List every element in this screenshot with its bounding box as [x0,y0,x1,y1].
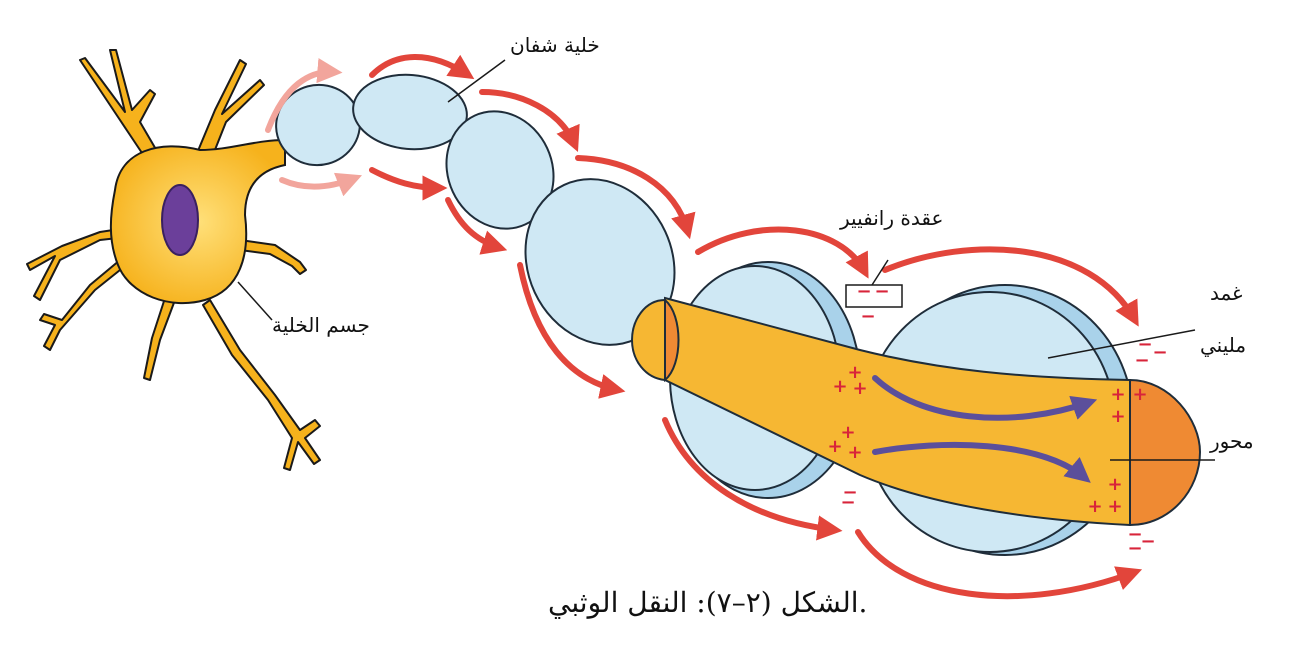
charge-plus: + [1110,406,1125,427]
charge-plus: + [840,422,855,443]
charge-minus: − [860,306,875,327]
signal-arrow [372,57,468,75]
label-axon: محور [1209,429,1254,453]
label-myelin-sheath-line1: غمد [1210,281,1243,305]
charge-minus: − [1134,350,1149,371]
charge-plus: + [832,376,847,397]
charge-minus: − [840,492,855,513]
signal-arrow [372,170,440,188]
charge-plus: + [852,378,867,399]
charge-plus: + [827,436,842,457]
charge-plus: + [1110,384,1125,405]
charge-minus: − [856,281,871,302]
label-myelin-sheath-line2: مليني [1200,333,1246,358]
charge-plus: + [1107,496,1122,517]
charge-minus: − [1140,531,1155,552]
charge-plus: + [1132,384,1147,405]
label-node-of-ranvier: عقدة رانفيير [839,206,943,230]
leader-cell-body [238,282,272,320]
charge-plus: + [1107,474,1122,495]
charge-plus: + [1087,496,1102,517]
charge-plus: + [847,442,862,463]
label-schwann-cell: خلية شفان [510,33,600,57]
charge-minus: − [1152,342,1167,363]
faded-arrow [282,178,355,187]
label-cell-body: جسم الخلية [272,313,370,337]
nucleus [162,185,198,255]
figure-caption: الشكل (٢–٧): النقل الوثبي. [548,586,867,619]
charge-minus: − [874,281,889,302]
charge-minus: − [1127,538,1142,559]
